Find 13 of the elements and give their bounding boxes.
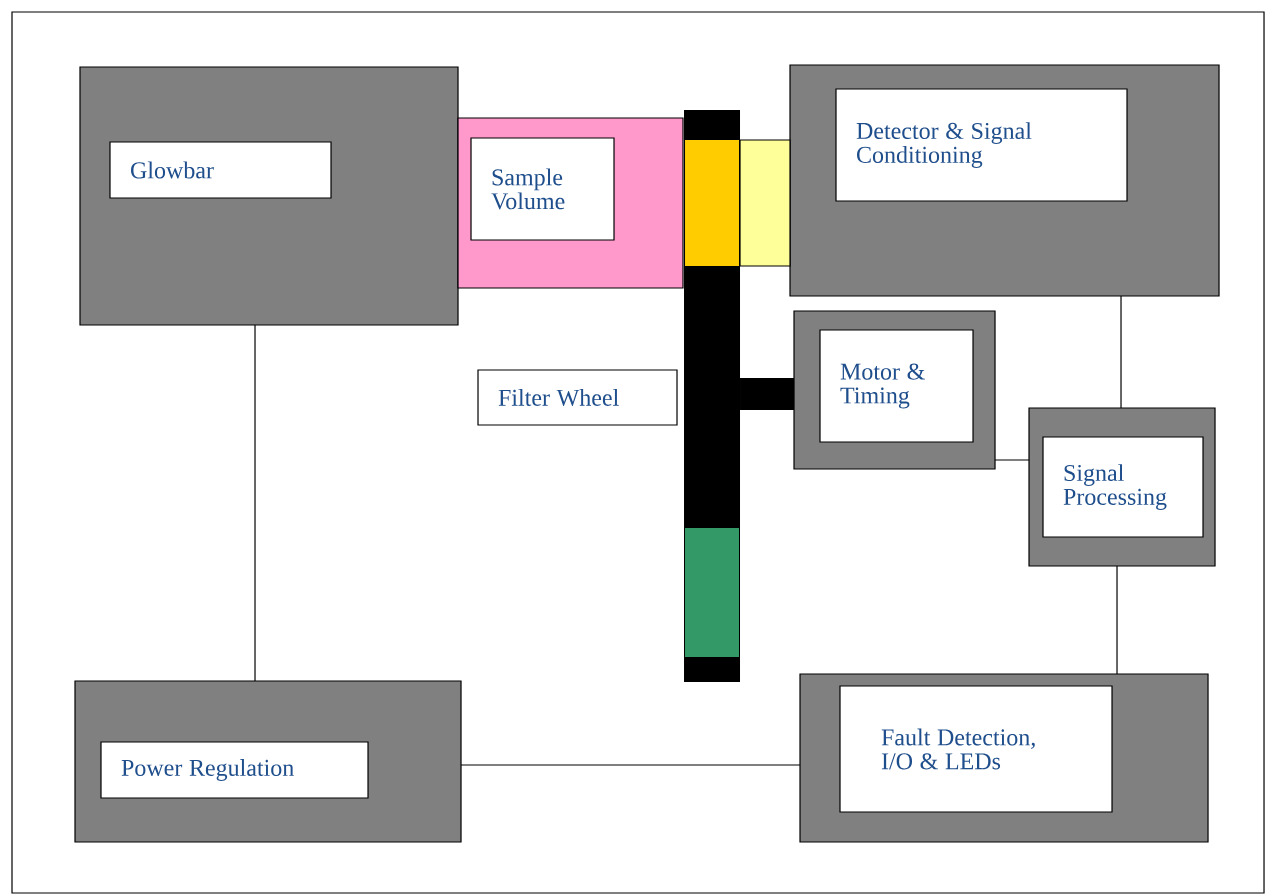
text-box: Signal Processing bbox=[1042, 436, 1204, 538]
connector-line bbox=[994, 459, 1030, 461]
text-box: Sample Volume bbox=[470, 137, 615, 241]
connector-line bbox=[1116, 565, 1118, 675]
connector-line bbox=[254, 324, 256, 682]
text-box: Motor & Timing bbox=[819, 329, 974, 443]
text-box: Fault Detection, I/O & LEDs bbox=[839, 685, 1113, 813]
text-box: Detector & Signal Conditioning bbox=[835, 88, 1128, 202]
text-box: Glowbar bbox=[109, 141, 332, 199]
connector-line bbox=[460, 764, 801, 766]
text-box: Filter Wheel bbox=[477, 369, 678, 426]
connector-line bbox=[1120, 295, 1122, 409]
text-box: Power Regulation bbox=[100, 741, 369, 799]
